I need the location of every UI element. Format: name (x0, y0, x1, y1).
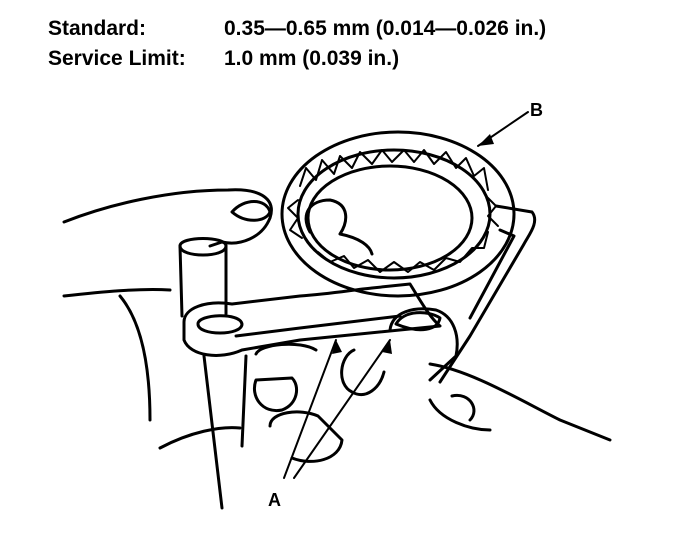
left-hand-lower-edge (62, 287, 172, 298)
callout-a-arrowhead-2 (382, 340, 392, 354)
standard-spec-row: Standard: 0.35—0.65 mm (0.014—0.026 in.) (48, 14, 668, 44)
callout-a-arrowhead-1 (332, 340, 342, 354)
bracket-inner-edge (468, 228, 516, 320)
ring-outer (280, 130, 516, 298)
specification-block: Standard: 0.35—0.65 mm (0.014—0.026 in.)… (48, 14, 668, 74)
right-hand-lower (428, 362, 612, 442)
left-palm-curve (118, 294, 152, 422)
left-hand-upper (62, 188, 273, 248)
standard-label: Standard: (48, 17, 147, 40)
ring-spline-teeth (287, 149, 499, 273)
lower-finger-3 (254, 342, 318, 356)
right-hand-knuckles (340, 348, 386, 396)
gauge-blade-edge (234, 314, 402, 338)
callout-label-b: B (530, 100, 543, 120)
callout-a-leader-2 (293, 339, 391, 479)
service-limit-label: Service Limit: (48, 47, 186, 70)
pin-lower-shaft (202, 354, 248, 510)
left-thumb-nail (230, 200, 272, 222)
gauge-blade-hole (196, 314, 244, 335)
callout-a-leader-1 (283, 339, 337, 479)
callout-label-a: A (268, 490, 281, 510)
ring-bore (306, 164, 474, 272)
right-thumb-base (450, 393, 476, 422)
standard-value: 0.35—0.65 mm (0.014—0.026 in.) (224, 17, 547, 40)
bracket-plate (438, 204, 537, 384)
service-limit-spec-row: Service Limit: 1.0 mm (0.039 in.) (48, 44, 668, 74)
right-hand-finger (388, 307, 459, 382)
right-finger-nail (394, 311, 442, 332)
finger-inside-ring (304, 198, 374, 256)
pin-top-ellipse (178, 237, 228, 257)
lower-finger-1 (253, 376, 299, 413)
callout-b-arrowhead (478, 134, 494, 146)
gauge-blade-outline (182, 282, 442, 357)
service-limit-value: 1.0 mm (0.039 in.) (224, 47, 400, 70)
right-hand-wrist (428, 398, 492, 432)
pin-left-side (178, 244, 184, 318)
lower-palm-edge (158, 426, 242, 450)
lower-finger-2 (268, 410, 344, 463)
